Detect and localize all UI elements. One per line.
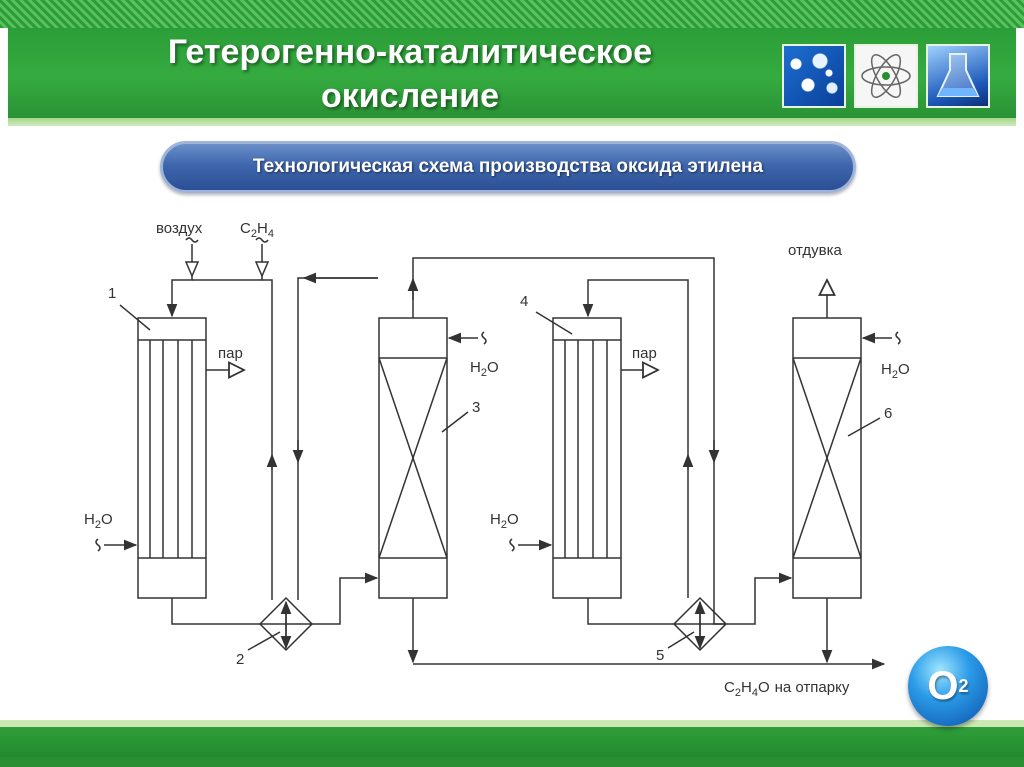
badge-index: 2 <box>959 676 969 697</box>
unit-number-5: 5 <box>656 647 664 664</box>
absorber-3 <box>379 318 447 598</box>
unit-number-4: 4 <box>520 293 528 310</box>
unit-number-3: 3 <box>472 399 480 416</box>
footer-band <box>0 727 1024 757</box>
footer-bar <box>0 757 1024 767</box>
water-inlet-label-3: H2O <box>470 359 499 379</box>
unit-number-2: 2 <box>236 651 244 668</box>
reactor-1 <box>138 318 206 598</box>
water-inlet-label-4: H2O <box>490 511 519 531</box>
reactor-4 <box>553 318 621 598</box>
vent-label: отдувка <box>788 242 842 259</box>
steam-outlet-label-4: пар <box>632 345 657 362</box>
absorber-6 <box>793 318 861 598</box>
badge-letter: O <box>927 664 958 709</box>
steam-outlet-label-1: пар <box>218 345 243 362</box>
ethylene-inlet-label: C2H4 <box>240 220 274 240</box>
air-inlet-label: воздух <box>156 220 203 237</box>
unit-number-6: 6 <box>884 405 892 422</box>
unit-number-1: 1 <box>108 285 116 302</box>
footer-highlight <box>0 720 1024 727</box>
water-inlet-label-1: H2O <box>84 511 113 531</box>
water-inlet-label-6: H2O <box>881 361 910 381</box>
